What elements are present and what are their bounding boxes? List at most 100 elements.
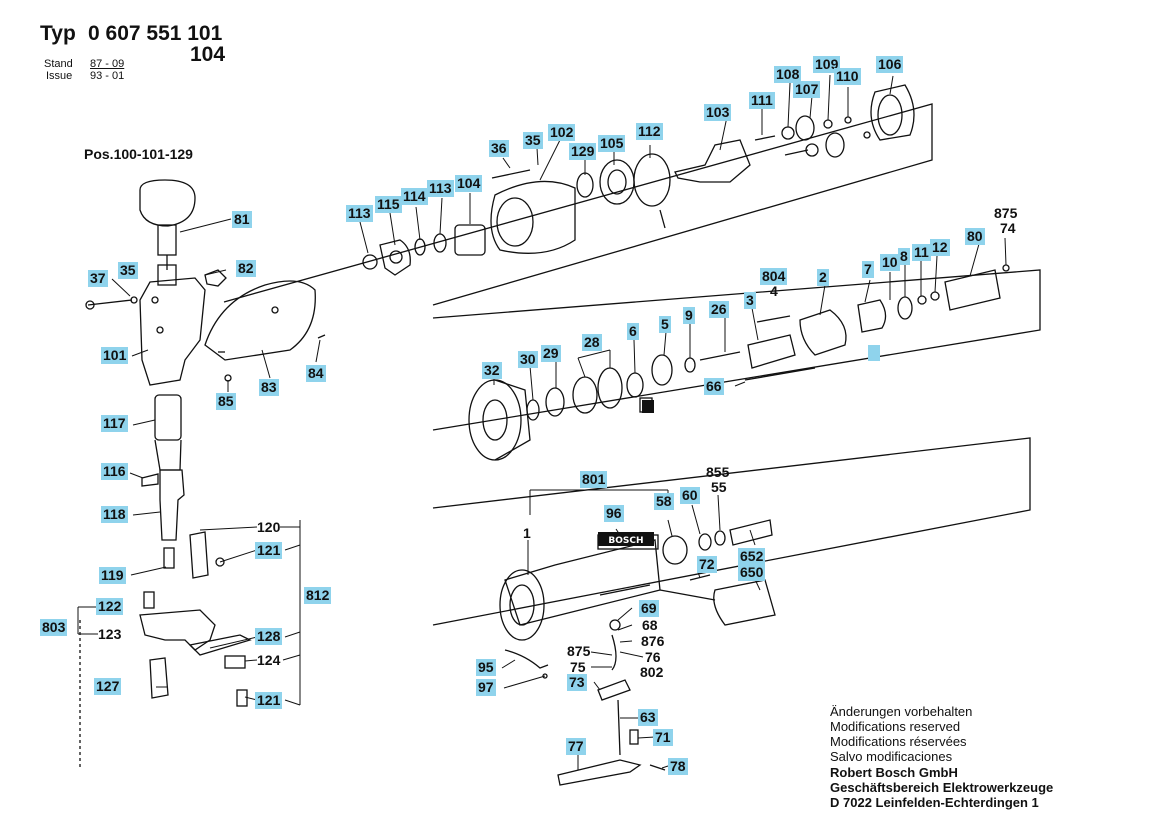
callout-35: 35	[523, 132, 543, 149]
brand-plate-text: BOSCH	[608, 536, 643, 546]
callout-118: 118	[101, 506, 128, 523]
screw-37	[87, 299, 133, 306]
nipple-652	[729, 519, 773, 546]
issue-value: 93 - 01	[90, 70, 125, 82]
callout-32: 32	[482, 362, 502, 379]
label-74: 74	[1000, 220, 1016, 236]
shaft-103	[674, 139, 751, 183]
callout-58: 58	[654, 493, 674, 510]
callout-9: 9	[683, 307, 695, 324]
screw-84	[317, 334, 326, 339]
callout-128: 128	[255, 628, 283, 645]
callout-96: 96	[604, 505, 624, 522]
company-name: Robert Bosch GmbH	[830, 765, 958, 780]
callout-69: 69	[639, 600, 659, 617]
knob-81	[139, 179, 196, 227]
callout-6: 6	[627, 323, 639, 340]
tube-117	[154, 394, 182, 441]
callout-102: 102	[548, 124, 576, 141]
callout-106: 106	[876, 56, 904, 73]
lever-77	[557, 759, 642, 786]
label-76: 76	[645, 649, 661, 665]
callout-101: 101	[101, 347, 129, 364]
note-line-3: Modifications réservées	[830, 734, 967, 749]
stand-label: Stand	[44, 58, 73, 70]
callout-2: 2	[817, 269, 829, 286]
company-division: Geschäftsbereich Elektrowerkzeuge	[830, 780, 1054, 795]
note-line-1: Änderungen vorbehalten	[830, 704, 973, 719]
stand-value: 87 - 09	[90, 58, 125, 70]
label-875-top: 875	[994, 205, 1018, 221]
callout-113-right: 113	[427, 180, 454, 197]
callout-82: 82	[236, 260, 256, 277]
label-875-bottom: 875	[567, 643, 591, 659]
callout-97: 97	[476, 679, 496, 696]
callout-12: 12	[930, 239, 950, 256]
frame-bottom	[432, 437, 1031, 626]
die-123	[139, 609, 216, 651]
callout-73: 73	[567, 674, 587, 691]
callout-85: 85	[216, 393, 236, 410]
type-label: Typ	[40, 22, 76, 45]
callout-804: 804	[760, 268, 788, 285]
housing-102	[490, 180, 576, 254]
callout-112: 112	[636, 123, 663, 140]
callout-26: 26	[709, 301, 729, 318]
callout-650: 650	[738, 564, 766, 581]
callout-84: 84	[306, 365, 326, 382]
callout-78: 78	[668, 758, 688, 775]
nut-82	[204, 269, 227, 287]
label-1: 1	[523, 525, 531, 541]
callout-111: 111	[749, 92, 775, 109]
rotor-3	[747, 334, 796, 369]
callout-3: 3	[744, 292, 756, 309]
callout-35-left: 35	[118, 262, 138, 279]
callout-36: 36	[489, 140, 509, 157]
callout-104: 104	[455, 175, 483, 192]
callout-107: 107	[793, 81, 821, 98]
callout-812: 812	[304, 587, 332, 604]
callout-7: 7	[862, 261, 874, 278]
callout-801: 801	[580, 471, 608, 488]
callout-119: 119	[99, 567, 126, 584]
callout-60: 60	[680, 487, 700, 504]
bearing-115	[379, 239, 411, 276]
pin-116	[141, 473, 159, 487]
callout-80: 80	[965, 228, 985, 245]
callout-105: 105	[598, 135, 626, 152]
callout-127: 127	[94, 678, 122, 695]
holder-118	[159, 469, 185, 541]
callout-652: 652	[738, 548, 766, 565]
label-876: 876	[641, 633, 665, 649]
callout-113-left: 113	[346, 205, 373, 222]
callout-108: 108	[774, 66, 802, 83]
callout-109: 109	[813, 56, 841, 73]
callout-11: 11	[912, 244, 931, 261]
frame-middle	[432, 269, 1041, 431]
head-101	[139, 277, 206, 386]
callout-72: 72	[697, 556, 717, 573]
callout-77: 77	[566, 738, 586, 755]
position-label: Pos.100-101-129	[84, 146, 193, 162]
brand-plate	[598, 532, 654, 546]
screw-127	[149, 657, 169, 699]
callout-115: 115	[375, 196, 402, 213]
callout-30: 30	[518, 351, 538, 368]
label-120: 120	[257, 519, 281, 535]
label-802: 802	[640, 664, 664, 680]
callout-122: 122	[96, 598, 124, 615]
guard-83	[204, 280, 316, 361]
callout-110: 110	[834, 68, 861, 85]
callout-28: 28	[582, 334, 602, 351]
callout-116: 116	[101, 463, 128, 480]
label-855: 855	[706, 464, 730, 480]
callout-37: 37	[88, 270, 108, 287]
label-123: 123	[98, 626, 122, 642]
callout-81: 81	[232, 211, 252, 228]
sleeve-106	[870, 84, 915, 141]
callout-103: 103	[704, 104, 732, 121]
company-address: D 7022 Leinfelden-Echterdingen 1	[830, 795, 1039, 810]
callout-121-bottom: 121	[255, 692, 283, 709]
